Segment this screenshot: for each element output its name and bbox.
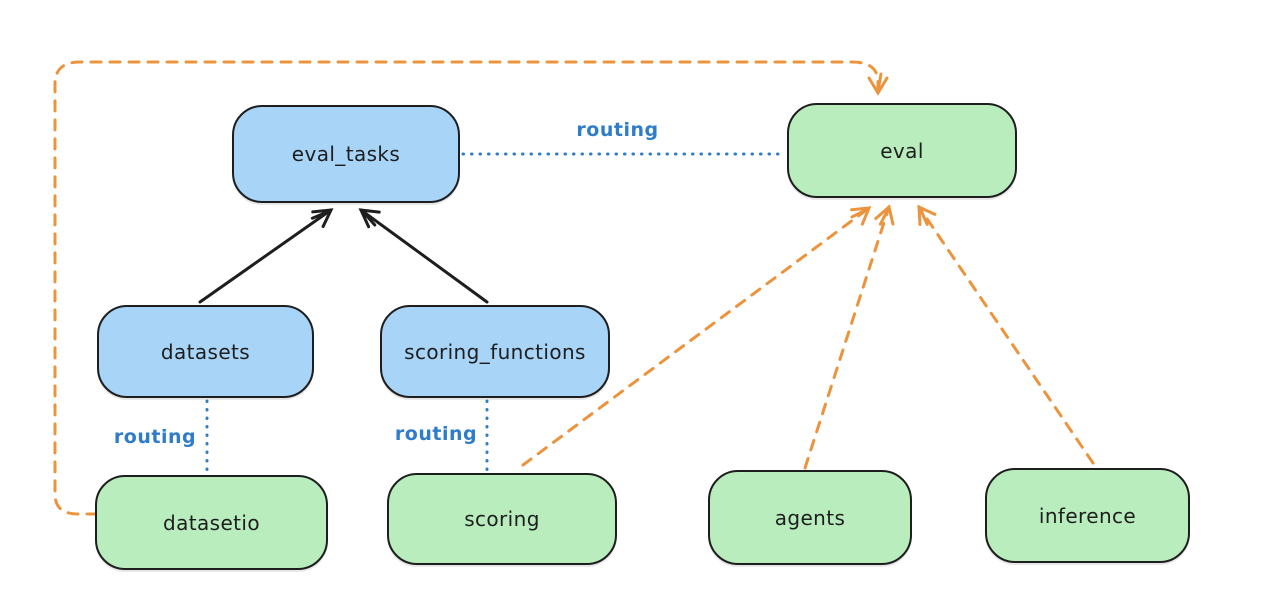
node-eval-tasks-label: eval_tasks: [291, 142, 401, 166]
edge-agents-eval-dashed: [803, 204, 895, 470]
node-datasets: datasets: [97, 305, 314, 398]
node-agents-label: agents: [774, 505, 846, 530]
routing-label-evaltasks-eval: routing: [576, 119, 659, 141]
node-scoring-label: scoring: [464, 507, 540, 531]
edge-datasets-evaltasks-arrow: [198, 208, 334, 304]
node-agents: agents: [708, 470, 912, 565]
node-inference-label: inference: [1038, 503, 1137, 528]
node-inference: inference: [985, 468, 1190, 563]
node-datasets-label: datasets: [160, 339, 251, 364]
routing-label-scoringfunctions-scoring: routing: [394, 423, 478, 445]
routing-label-datasets-datasetio: routing: [113, 426, 197, 448]
node-eval-tasks: eval_tasks: [232, 105, 460, 203]
node-eval-label: eval: [880, 138, 924, 163]
node-datasetio-label: datasetio: [162, 510, 260, 535]
node-scoring-functions: scoring_functions: [380, 305, 610, 398]
edge-inference-eval-dashed: [917, 204, 1095, 465]
node-eval: eval: [787, 103, 1017, 198]
edge-scoringfunctions-evaltasks-arrow: [358, 208, 489, 304]
node-datasetio: datasetio: [95, 475, 328, 570]
node-scoring: scoring: [387, 473, 617, 565]
node-scoring-functions-label: scoring_functions: [404, 339, 586, 364]
